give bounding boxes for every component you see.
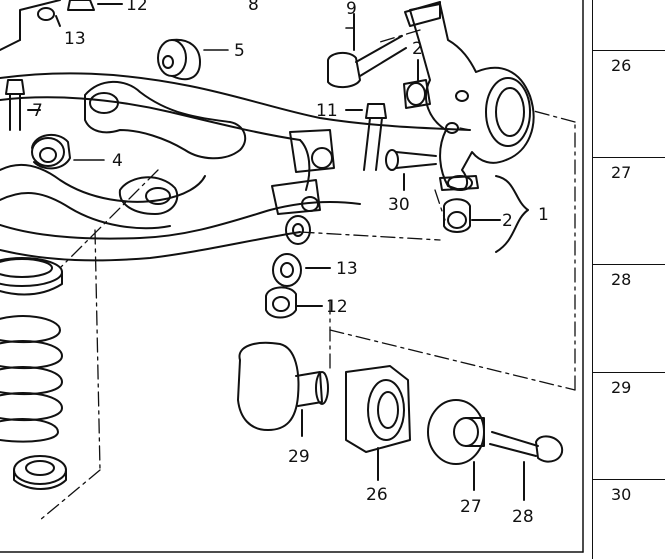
part-number: 30 [611, 485, 632, 504]
wheel-bearing-26 [345, 365, 411, 481]
table-row: 26 [593, 50, 665, 158]
bolt-30 [385, 149, 437, 191]
wheel-hub-27 [427, 399, 485, 491]
part-number: 28 [611, 270, 632, 289]
subframe [0, 0, 471, 262]
callout-1-bracket [495, 175, 529, 253]
wheel-bearing-housing [404, 1, 535, 191]
callout-27: 27 [460, 497, 482, 517]
nut-12-top [37, 0, 123, 27]
table-row: 29 [593, 372, 665, 480]
callout-2-bottom: 2 [502, 211, 513, 231]
callout-4: 4 [112, 151, 123, 171]
table-row: 30 [593, 479, 665, 557]
callout-11: 11 [316, 101, 338, 121]
bolt-9 [327, 13, 407, 88]
parts-table: 26 27 28 29 30 [592, 0, 665, 559]
leader-lines [73, 27, 355, 161]
callout-13-top: 13 [64, 29, 86, 49]
spring-seat-top [0, 257, 63, 296]
nut-2-top [403, 59, 431, 109]
bushing-5 [157, 38, 201, 81]
bolt-11 [345, 103, 387, 171]
table-row: 27 [593, 157, 665, 265]
link-bracket [271, 129, 335, 215]
bushing-4 [31, 133, 71, 170]
callout-5: 5 [234, 41, 245, 61]
bushing-13-bottom [272, 215, 331, 287]
control-arm [0, 80, 247, 230]
bolt-28 [489, 431, 564, 501]
callout-12-bottom: 12 [326, 297, 348, 317]
bolt-7 [5, 79, 41, 131]
assembly-lines [39, 29, 576, 521]
callout-30: 30 [388, 195, 410, 215]
callout-9: 9 [346, 0, 357, 19]
callout-7: 7 [32, 101, 43, 121]
part-number: 26 [611, 56, 632, 75]
coil-spring [0, 315, 63, 443]
callout-26: 26 [366, 485, 388, 505]
callout-13-bottom: 13 [336, 259, 358, 279]
part-number: 29 [611, 378, 632, 397]
callout-29: 29 [288, 447, 310, 467]
exploded-parts-diagram: 12 8 9 13 5 2 7 11 4 30 2 1 13 12 29 26 … [0, 0, 584, 553]
callout-2-top: 2 [412, 39, 423, 59]
spring-seat-bottom [13, 455, 67, 490]
table-row: 28 [593, 264, 665, 373]
nut-12-bottom [265, 286, 323, 319]
cv-joint-29 [237, 341, 329, 437]
nut-2-bottom [443, 198, 501, 233]
table-row-header [593, 0, 665, 51]
part-number: 27 [611, 163, 632, 182]
callout-1: 1 [538, 205, 549, 225]
callout-28: 28 [512, 507, 534, 527]
callout-12-top: 12 [126, 0, 148, 15]
callout-8: 8 [248, 0, 259, 15]
